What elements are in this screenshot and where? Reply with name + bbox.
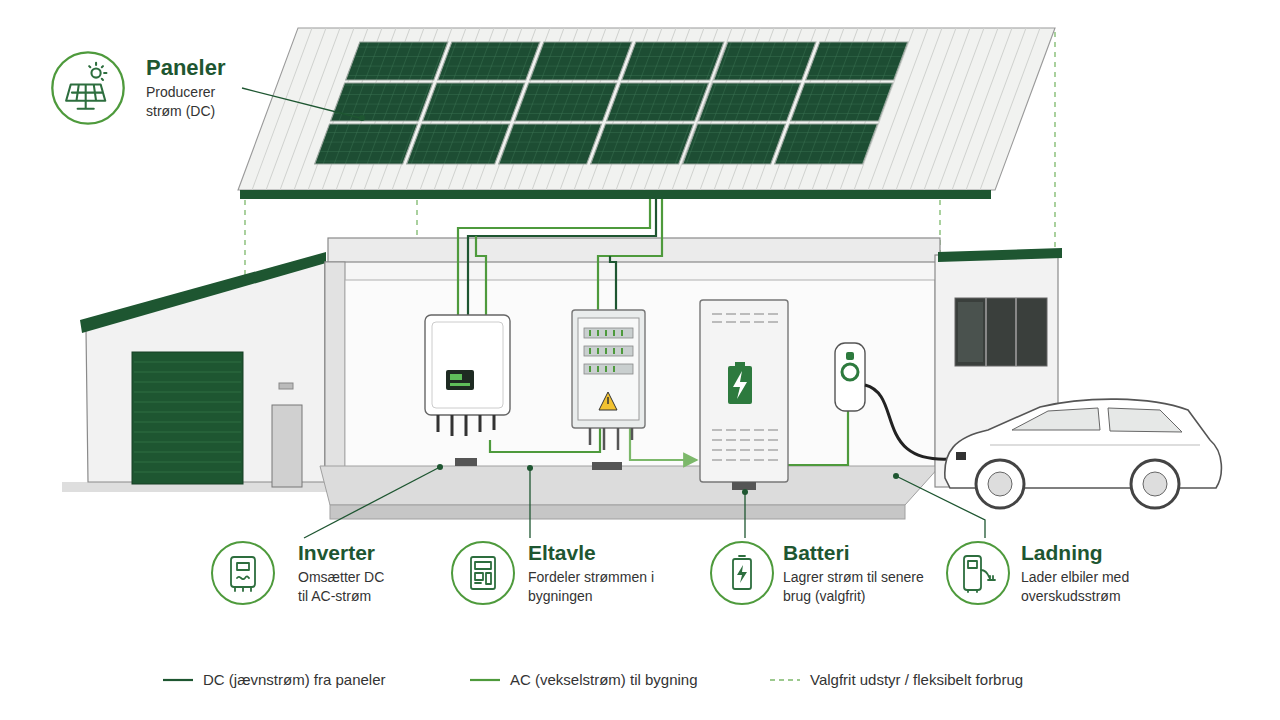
icon-circle (210, 540, 276, 606)
legend-text: DC (jævnstrøm) fra paneler (203, 671, 386, 688)
callout-body: Producerer strøm (DC) (146, 83, 246, 121)
legend-text: AC (vekselstrøm) til bygning (510, 671, 698, 688)
legend-line (770, 679, 800, 681)
panel-board (572, 310, 645, 470)
legend-line-sample (770, 676, 800, 684)
legend-line (470, 678, 500, 680)
callout-body: Lader elbiler med overskudsstrøm (1021, 568, 1151, 606)
ev-charger (835, 343, 962, 459)
electric-car (945, 399, 1222, 508)
callout: BatteriLagrer strøm til senere brug (val… (709, 540, 948, 606)
callout-text: LadningLader elbiler med overskudsstrøm (1021, 540, 1151, 606)
callout-text: InverterOmsætter DC til AC-strøm (298, 540, 398, 606)
icon-symbol (945, 540, 1011, 606)
solar-panels (315, 42, 908, 164)
legend-line-sample (470, 676, 500, 684)
legend-item: DC (jævnstrøm) fra paneler (163, 671, 386, 688)
callout: PanelerProducerer strøm (DC) (50, 50, 246, 126)
callout-body: Fordeler strømmen i bygningen (528, 568, 658, 606)
icon-symbol (210, 540, 276, 606)
legend-text: Valgfrit udstyr / fleksibelt forbrug (810, 671, 1023, 688)
callout: LadningLader elbiler med overskudsstrøm (945, 540, 1151, 606)
callout-body: Lagrer strøm til senere brug (valgfrit) (783, 568, 948, 606)
icon-circle (945, 540, 1011, 606)
callout-body: Omsætter DC til AC-strøm (298, 568, 398, 606)
wiring (458, 199, 848, 465)
callout-text: BatteriLagrer strøm til senere brug (val… (783, 540, 948, 606)
icon-symbol (50, 50, 126, 126)
annex (62, 252, 340, 492)
icon-circle (50, 50, 126, 126)
callout-heading: Eltavle (528, 540, 658, 566)
legend-item: Valgfrit udstyr / fleksibelt forbrug (770, 671, 1023, 688)
callout-heading: Ladning (1021, 540, 1151, 566)
legend-item: AC (vekselstrøm) til bygning (470, 671, 698, 688)
callout-heading: Batteri (783, 540, 948, 566)
roof (238, 28, 1055, 199)
callout-text: PanelerProducerer strøm (DC) (146, 55, 246, 121)
leader-dots (359, 115, 899, 495)
leader-lines (242, 88, 985, 538)
legend-line-sample (163, 676, 193, 684)
callout-heading: Inverter (298, 540, 398, 566)
callout: EltavleFordeler strømmen i bygningen (450, 540, 658, 606)
icon-symbol (709, 540, 775, 606)
icon-circle (709, 540, 775, 606)
callout-heading: Paneler (146, 55, 246, 81)
battery-cabinet (700, 300, 788, 490)
icon-symbol (450, 540, 516, 606)
legend-line (163, 678, 193, 680)
callout-text: EltavleFordeler strømmen i bygningen (528, 540, 658, 606)
icon-circle (450, 540, 516, 606)
inverter-unit (425, 315, 510, 466)
callout: InverterOmsætter DC til AC-strøm (210, 540, 398, 606)
